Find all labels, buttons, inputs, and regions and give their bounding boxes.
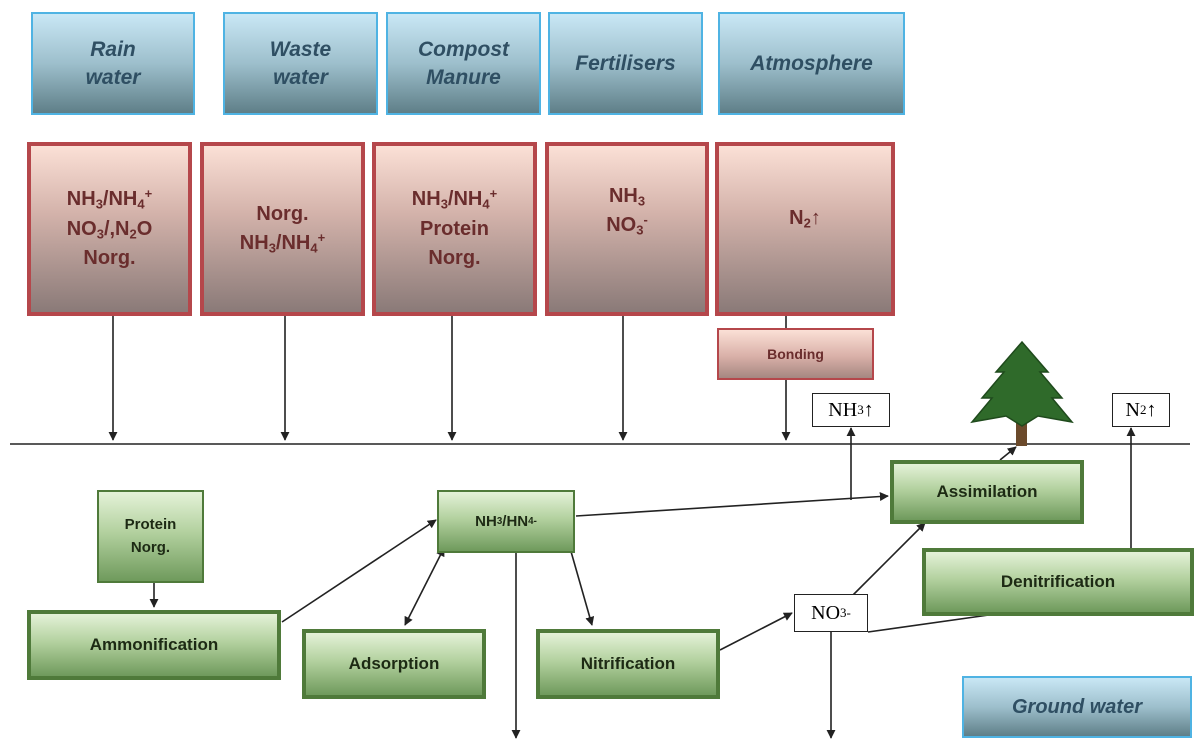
source-rain-label-line2: water <box>85 65 141 89</box>
source-waste-label-line2: water <box>273 65 328 89</box>
compounds-rain-water: NH3/NH4+ NO3/,N2O Norg. <box>27 142 192 316</box>
compounds-compost-manure: NH3/NH4+ Protein Norg. <box>372 142 537 316</box>
arrow-no3-to-assimilation <box>851 522 926 597</box>
arrow-nitrification-to-no3 <box>719 612 793 651</box>
rain-compound-line3: Norg. <box>83 246 136 269</box>
denitrification-box: Denitrification <box>922 548 1194 616</box>
ground-water-box: Ground water <box>962 676 1192 738</box>
source-rain-water: Rain water <box>31 12 195 115</box>
compounds-atmosphere: N2↑ <box>715 142 895 316</box>
arrow-nh3-to-assimilation <box>575 492 889 517</box>
waste-compound-line2: NH3/NH4+ <box>239 229 326 256</box>
source-fertilisers-label: Fertilisers <box>575 51 676 75</box>
source-waste-water: Waste water <box>223 12 378 115</box>
fert-compound-line1: NH3 <box>608 185 646 209</box>
rain-compound-line2: NO3/,N2O <box>66 217 153 241</box>
arrow-assimilation-to-tree <box>999 446 1017 461</box>
fert-compound-line2: NO3- <box>606 212 648 238</box>
source-compost-label-line1: Compost <box>418 38 509 62</box>
waste-compound-line1: Norg. <box>256 202 309 225</box>
arrow-nh3-to-nitrification <box>569 547 595 626</box>
compost-compound-line3: Norg. <box>428 246 481 269</box>
protein-label: Protein <box>124 516 177 533</box>
source-waste-label-line1: Waste <box>269 38 332 62</box>
source-compost-label-line2: Manure <box>426 65 501 89</box>
bonding-box: Bonding <box>717 328 874 380</box>
compost-compound-line2: Protein <box>420 217 489 240</box>
assimilation-box: Assimilation <box>890 460 1084 524</box>
source-rain-label-line1: Rain <box>90 38 136 62</box>
adsorption-box: Adsorption <box>302 629 486 699</box>
source-atmosphere: Atmosphere <box>718 12 905 115</box>
rain-compound-line1: NH3/NH4+ <box>66 186 153 212</box>
norg-label: Norg. <box>130 538 171 556</box>
arrow-ammonification-to-nh3 <box>281 519 437 623</box>
arrow-nh3-adsorption <box>404 547 445 626</box>
ammonification-box: Ammonification <box>27 610 281 680</box>
nitrification-box: Nitrification <box>536 629 720 699</box>
compost-compound-line1: NH3/NH4+ <box>411 186 498 212</box>
source-fertilisers: Fertilisers <box>548 12 703 115</box>
atmo-compound-line1: N2↑ <box>789 207 821 231</box>
source-atmosphere-label: Atmosphere <box>750 51 873 75</box>
tree-icon <box>970 340 1074 446</box>
compounds-fertilisers: NH3 NO3- <box>545 142 709 316</box>
compounds-waste-water: Norg. NH3/NH4+ <box>200 142 365 316</box>
